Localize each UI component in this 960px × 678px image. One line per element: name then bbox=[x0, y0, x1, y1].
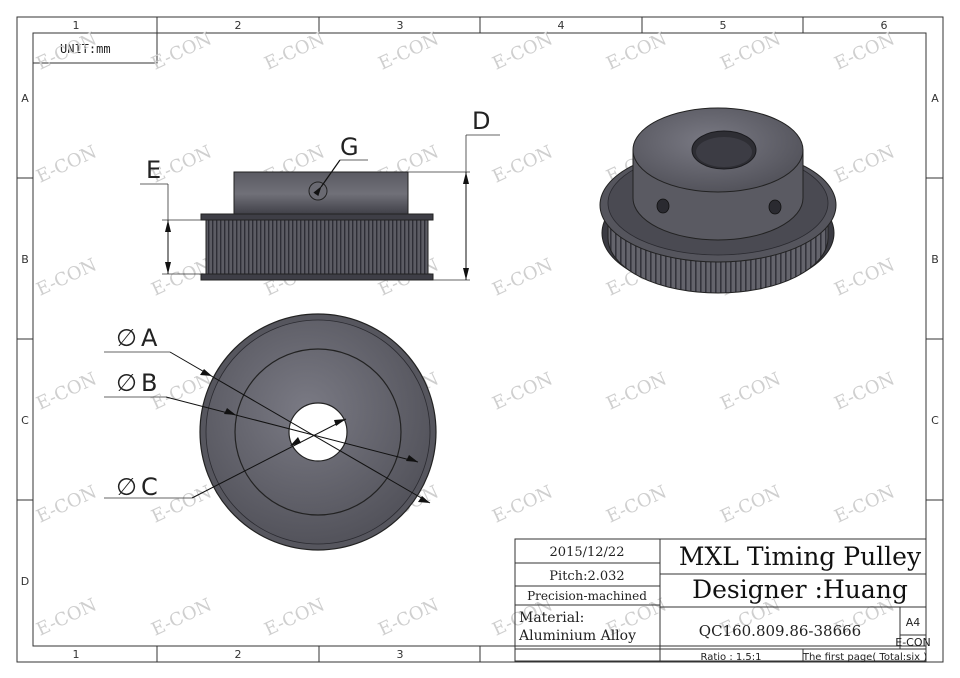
watermark-text: E-CON bbox=[148, 29, 215, 75]
watermark-text: E-CON bbox=[717, 369, 784, 415]
label-dia-a: A bbox=[141, 324, 158, 352]
company-name: E-CON bbox=[895, 636, 931, 649]
watermark-text: E-CON bbox=[33, 482, 100, 528]
watermark-text: E-CON bbox=[603, 482, 670, 528]
watermark-text: E-CON bbox=[489, 29, 556, 75]
row-label-b-left: B bbox=[21, 253, 29, 266]
col-label-3: 3 bbox=[397, 19, 404, 32]
dia-symbol-a: ∅ bbox=[116, 324, 137, 352]
side-view bbox=[140, 134, 500, 281]
part-number: QC160.809.86-38666 bbox=[699, 622, 861, 640]
watermark-text: E-CON bbox=[33, 142, 100, 188]
row-label-c-right: C bbox=[931, 414, 939, 427]
watermark-text: E-CON bbox=[261, 595, 328, 641]
watermark-text: E-CON bbox=[33, 255, 100, 301]
title-material-label: Material: bbox=[519, 610, 584, 626]
col-label-bottom-1: 1 bbox=[73, 648, 80, 661]
watermark-text: E-CON bbox=[831, 29, 898, 75]
label-g: G bbox=[340, 133, 359, 161]
label-e: E bbox=[146, 156, 161, 184]
page-info: The first page( Total:six ) bbox=[802, 652, 927, 663]
drawing-title: MXL Timing Pulley bbox=[679, 542, 922, 571]
title-date: 2015/12/22 bbox=[550, 545, 625, 560]
watermark-text: E-CON bbox=[148, 595, 215, 641]
col-label-bottom-3: 3 bbox=[397, 648, 404, 661]
watermark-text: E-CON bbox=[148, 482, 215, 528]
col-label-2: 2 bbox=[235, 19, 242, 32]
designer-name: Designer :Huang bbox=[692, 575, 908, 604]
watermark-text: E-CON bbox=[831, 142, 898, 188]
row-label-a-right: A bbox=[931, 92, 939, 105]
row-label-c-left: C bbox=[21, 414, 29, 427]
watermark-text: E-CON bbox=[33, 369, 100, 415]
drawing-ratio: Ratio : 1.5:1 bbox=[700, 652, 761, 663]
label-dia-b: B bbox=[141, 369, 157, 397]
title-material-value: Aluminium Alloy bbox=[518, 628, 636, 644]
col-label-4: 4 bbox=[558, 19, 565, 32]
col-label-bottom-2: 2 bbox=[235, 648, 242, 661]
drawing-frame bbox=[16, 16, 944, 663]
watermark-text: E-CON bbox=[831, 255, 898, 301]
watermark-text: E-CON bbox=[489, 142, 556, 188]
unit-label: UNIT:mm bbox=[60, 42, 111, 56]
title-process: Precision-machined bbox=[527, 589, 647, 603]
watermark-text: E-CON bbox=[831, 369, 898, 415]
watermark-text: E-CON bbox=[375, 29, 442, 75]
isometric-view bbox=[599, 107, 837, 294]
watermark-text: E-CON bbox=[33, 595, 100, 641]
watermark-text: E-CON bbox=[717, 29, 784, 75]
front-view bbox=[104, 313, 437, 551]
watermark-text: E-CON bbox=[603, 29, 670, 75]
watermark-text: E-CON bbox=[489, 255, 556, 301]
watermark-text: E-CON bbox=[33, 29, 100, 75]
row-label-d-left: D bbox=[21, 575, 29, 588]
label-dia-c: C bbox=[141, 473, 158, 501]
row-label-a-left: A bbox=[21, 92, 29, 105]
watermark-text: E-CON bbox=[489, 369, 556, 415]
watermark-text: E-CON bbox=[489, 482, 556, 528]
label-d: D bbox=[472, 107, 490, 135]
dia-symbol-b: ∅ bbox=[116, 369, 137, 397]
watermark-text: E-CON bbox=[261, 29, 328, 75]
sheet-size: A4 bbox=[906, 616, 921, 629]
row-label-b-right: B bbox=[931, 253, 939, 266]
title-pitch: Pitch:2.032 bbox=[549, 569, 624, 584]
title-block bbox=[514, 538, 927, 662]
watermark-text: E-CON bbox=[717, 482, 784, 528]
watermark-text: E-CON bbox=[831, 482, 898, 528]
watermark-text: E-CON bbox=[375, 595, 442, 641]
watermark-text: E-CON bbox=[603, 369, 670, 415]
col-label-1: 1 bbox=[73, 19, 80, 32]
col-label-5: 5 bbox=[720, 19, 727, 32]
col-label-6: 6 bbox=[881, 19, 888, 32]
dia-symbol-c: ∅ bbox=[116, 473, 137, 501]
